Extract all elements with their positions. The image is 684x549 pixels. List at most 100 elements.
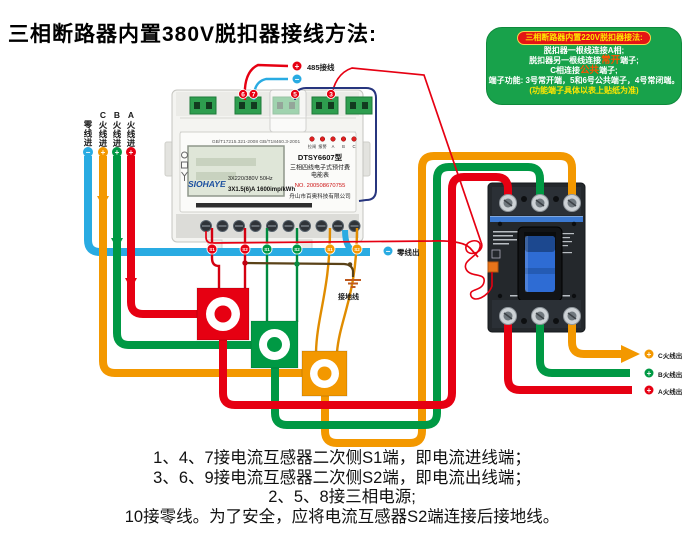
wire-out-phase-b: [536, 316, 630, 377]
info-line-5: (功能端子具体以表上贴纸为准): [529, 85, 639, 95]
meter-barcode: [196, 203, 312, 208]
ground-symbol: [345, 279, 361, 288]
wire-trip-horizontal: [205, 231, 479, 258]
terminal-badge: 7: [252, 92, 256, 99]
arrow-phase-c: [97, 196, 109, 207]
breaker-bottom-terminals: [499, 307, 581, 325]
phase-c-out-badge: +: [647, 350, 652, 359]
current-transformers: [196, 287, 348, 397]
lcd-display: [187, 145, 285, 197]
breaker-top-terminals: [499, 194, 581, 212]
terminal-badge: 3: [329, 92, 333, 99]
neutral-out-badge: −: [386, 247, 391, 256]
led-label: C: [352, 144, 355, 149]
ct-hole-b: [267, 337, 282, 352]
phase-a-in-badge: +: [129, 148, 134, 157]
info-line-2-highlight: 常开: [601, 54, 621, 66]
phase-b-in-badge: +: [115, 148, 120, 157]
terminal-badge: 6: [241, 92, 245, 99]
info-line-3-post: 端子;: [599, 65, 618, 75]
s-badge: S2: [294, 247, 300, 252]
meter-rating-voltage: 3X220/380V 50Hz: [228, 176, 273, 182]
phase-b-out-badge: +: [647, 369, 652, 378]
meter-serial: NO. 200508670755: [295, 183, 346, 189]
arrow-out-phase-c: [621, 345, 640, 363]
meter-rating-current: 3X1.5(6)A 1600imp/kWh: [228, 187, 295, 193]
led-label: A: [332, 144, 335, 149]
label-phase-b-out: B火线出: [658, 372, 683, 379]
meter-face-icons: [181, 151, 188, 181]
wire-terminal5-navy: [294, 87, 377, 202]
wire-phase-c: [99, 152, 576, 447]
ct-hole-c: [317, 366, 332, 381]
info-line-4: 端子功能: 3号常开端，5和6号公共端子，4号常闭端。: [488, 75, 680, 85]
meter-type2: 电能表: [311, 171, 329, 179]
s-badge: S1: [327, 247, 333, 252]
terminal-badge: 5: [293, 92, 297, 99]
wire-phase-a: [127, 156, 512, 409]
wire-out-phase-a: [504, 316, 632, 394]
breaker-terminals: [499, 194, 581, 325]
label-phase-c-in: C火线进: [98, 110, 108, 148]
info-line-3-pre: C相连接: [550, 65, 581, 75]
lcd-segment: [196, 158, 256, 166]
meter-model: DTSY6607型: [298, 152, 343, 162]
s-badge: S2: [354, 247, 360, 252]
label-phase-a-in: A火线进: [126, 110, 136, 148]
info-line-2-post: 端子;: [620, 55, 639, 65]
breaker-toggle-handle: [525, 236, 555, 292]
rs485-minus-badge: −: [295, 75, 300, 84]
label-ground: 接地线: [338, 294, 359, 301]
label-phase-c-out: C火线出: [658, 353, 683, 360]
meter-top-terminals: [189, 89, 373, 133]
meter-bottom-screws: [200, 220, 361, 232]
meter-brand-logo: SIOHAYE: [188, 179, 226, 189]
wiring-instructions: 1、4、7接电流互感器二次侧S1端，即电流进线端； 3、6、9接电流互感器二次侧…: [0, 449, 684, 527]
breaker-orange-label: [487, 261, 499, 273]
breaker-blue-stripe: [490, 217, 583, 222]
info-line-1: 脱扣器一根线连接A相;: [543, 45, 625, 55]
wire-phase-b: [113, 156, 544, 429]
info-box-header: 三相断路器内置220V脱扣器接法:: [517, 31, 651, 45]
instruction-line-1: 1、4、7接电流互感器二次侧S1端，即电流进线端；: [153, 449, 531, 467]
arrow-phase-a: [125, 278, 137, 289]
phase-a-out-badge: +: [647, 386, 652, 395]
junction-dot-b: [294, 261, 300, 267]
energy-meter: GB/T17215.321-2008 GB/T18460.3-2001 拉闸 报…: [164, 89, 373, 251]
arrow-phase-b: [111, 238, 123, 249]
label-rs485: 485接线: [307, 63, 335, 72]
meter-type: 三相四线电子式预付费: [290, 164, 350, 172]
phase-c-in-badge: +: [101, 148, 106, 157]
info-line-2-pre: 脱扣器另一根线连接: [529, 55, 602, 65]
label-neutral-out: 零线出: [397, 248, 420, 257]
power-wiring: [84, 152, 640, 447]
ct-hole-a: [214, 305, 232, 323]
instruction-line-4: 10接零线。为了安全，应将电流互感器S2端连接后接地线。: [124, 507, 560, 526]
info-box-220v: 三相断路器内置220V脱扣器接法: 脱扣器一根线连接A相; 脱扣器另一根线连接常…: [486, 27, 682, 105]
label-neutral-in: 零线进: [83, 120, 93, 147]
info-line-3-highlight: 公共: [580, 64, 600, 76]
label-phase-b-in: B火线进: [112, 110, 122, 148]
meter-standards: GB/T17215.321-2008 GB/T18460.3-2001: [212, 139, 301, 145]
rs485-plus-badge: +: [295, 62, 300, 71]
ce-mark: [491, 249, 501, 259]
junction-dot-a: [242, 260, 248, 266]
info-line-2: 脱扣器另一根线连接常开端子;: [487, 54, 681, 66]
wire-trip-coil: [464, 240, 493, 300]
lcd-segment: [196, 172, 236, 180]
neutral-in-badge: −: [86, 148, 91, 157]
instruction-line-2: 3、6、9接电流互感器二次侧S2端，即电流出线端；: [153, 468, 531, 487]
label-phase-a-out: A火线出: [658, 389, 683, 396]
wire-out-phase-c: [568, 316, 621, 358]
led-label: 拉闸: [308, 143, 316, 150]
junction-dot-c: [347, 262, 353, 267]
s-badge: S1: [264, 247, 270, 252]
info-line-3: C相连接公共端子;: [487, 64, 681, 76]
led-label: 报警: [318, 143, 327, 150]
s-badge: S1: [209, 247, 215, 252]
wire-s1-phase-a: [210, 228, 221, 290]
breaker-face-screws: [497, 221, 577, 299]
terminal-clear-cover: [269, 89, 307, 133]
